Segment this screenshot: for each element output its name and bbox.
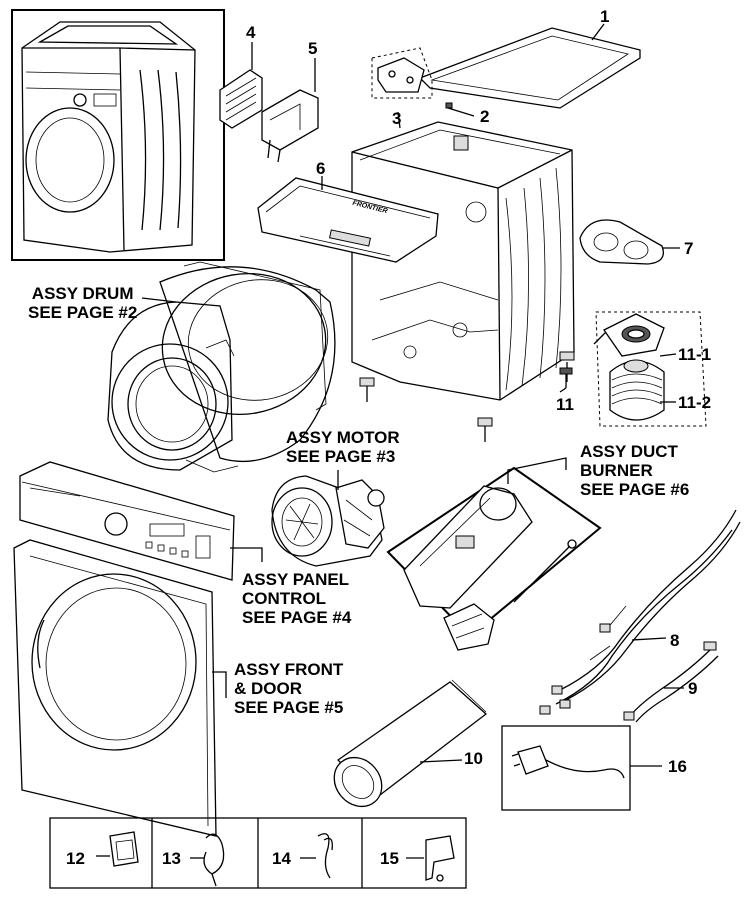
part-number-9: 9 (688, 679, 698, 698)
part-number-13: 13 (162, 849, 181, 868)
front-label-line3: SEE PAGE #5 (234, 698, 344, 717)
part-16-power-cord (501, 725, 662, 811)
part-number-6: 6 (316, 159, 326, 178)
part-11-leader (559, 387, 567, 393)
duct-assy-label: ASSY DUCT BURNER SEE PAGE #6 (580, 442, 689, 499)
part-number-10: 10 (464, 749, 483, 768)
part-number-1: 1 (600, 7, 610, 26)
part-number-14: 14 (272, 849, 291, 868)
panel-label-line2: CONTROL (242, 589, 327, 608)
front-door-assembly (13, 539, 217, 837)
front-label-line1: ASSY FRONT (234, 660, 344, 679)
motor-assembly (271, 470, 385, 567)
part-number-5: 5 (308, 39, 318, 58)
part-2-hinge-bracket (371, 47, 475, 117)
drum-label-line1: ASSY DRUM (31, 284, 134, 303)
panel-assy-label: ASSY PANEL CONTROL SEE PAGE #4 (242, 570, 351, 627)
duct-label-line1: ASSY DUCT (580, 442, 678, 461)
part-number-4: 4 (246, 23, 256, 42)
part-number-3: 3 (392, 109, 402, 128)
front-leader-line (212, 671, 227, 698)
part-number-15: 15 (380, 849, 399, 868)
part-number-16: 16 (668, 757, 687, 776)
part-number-11-1: 11-1 (678, 345, 712, 364)
front-assy-label: ASSY FRONT & DOOR SEE PAGE #5 (234, 660, 343, 717)
duct-label-line2: BURNER (580, 461, 653, 480)
part-9-wire-harness (623, 641, 719, 723)
part-number-11: 11 (556, 395, 574, 414)
clip-parts-row (49, 817, 467, 889)
motor-assy-label: ASSY MOTOR SEE PAGE #3 (286, 428, 400, 466)
part-number-11-2: 11-2 (678, 393, 712, 412)
front-label-line2: & DOOR (234, 679, 302, 698)
part-number-12: 12 (66, 849, 85, 868)
part-number-2: 2 (480, 107, 490, 126)
motor-label-line2: SEE PAGE #3 (286, 447, 396, 466)
part-3-cabinet (351, 111, 575, 442)
part-10-exhaust-duct (333, 679, 488, 808)
drum-assembly (107, 261, 336, 473)
part-number-7: 7 (684, 239, 694, 258)
part-8-wire-harness (539, 509, 741, 715)
duct-leader-line (507, 457, 567, 484)
drum-leader-line (141, 297, 177, 303)
part-5-bracket (261, 58, 319, 163)
drum-label-line2: SEE PAGE #2 (28, 303, 138, 322)
duct-burner-assembly (386, 466, 602, 651)
part-4-vent-grille (219, 42, 263, 129)
drum-assy-label: ASSY DRUM SEE PAGE #2 (28, 284, 137, 322)
panel-leader-line (230, 547, 263, 562)
assembled-dryer-inset (11, 9, 225, 261)
duct-label-line3: SEE PAGE #6 (580, 480, 690, 499)
part-6-control-panel-frame (257, 176, 439, 263)
motor-label-line1: ASSY MOTOR (286, 428, 400, 447)
part-7-duct-cover (579, 219, 680, 265)
part-1-top-cover (418, 23, 641, 109)
part-number-8: 8 (670, 631, 680, 650)
panel-label-line3: SEE PAGE #4 (242, 608, 352, 627)
panel-label-line1: ASSY PANEL (242, 570, 350, 589)
part-11-motor-mount-assembly (559, 311, 707, 427)
